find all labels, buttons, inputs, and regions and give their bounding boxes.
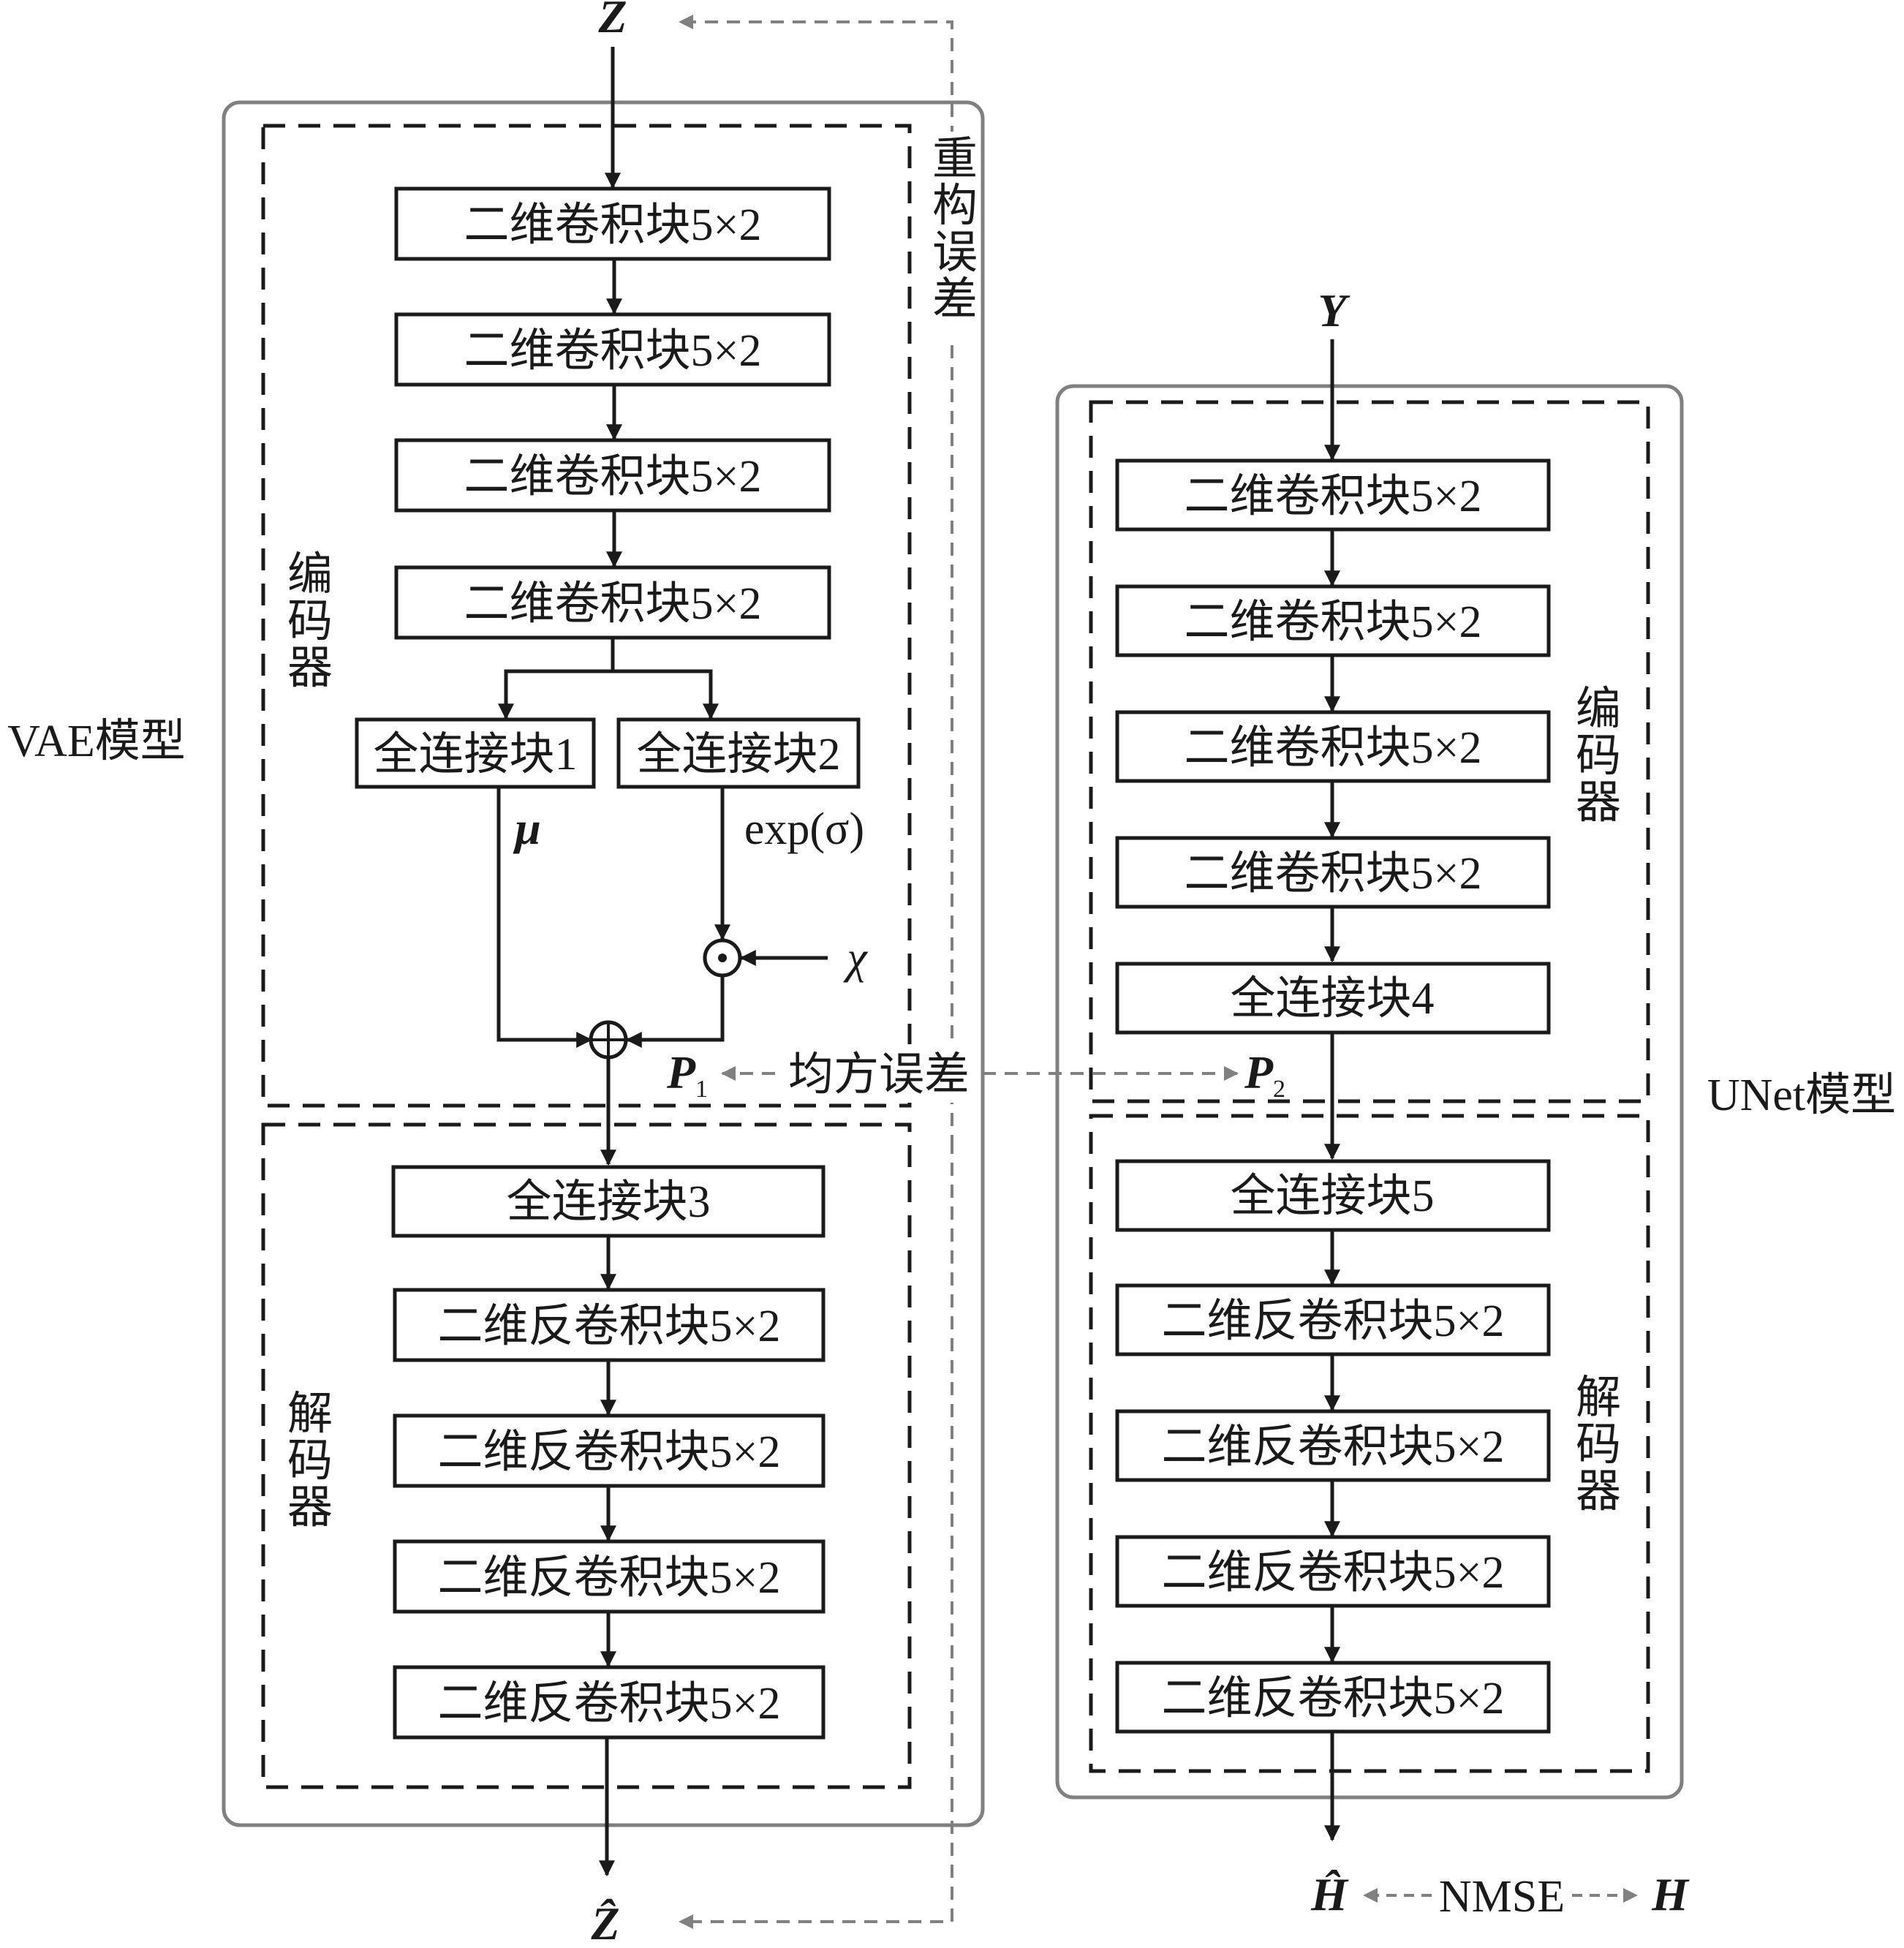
unet-output-hhat: Ĥ — [1310, 1868, 1349, 1920]
sum-operator-cross — [591, 1022, 626, 1057]
vae-decoder-block-label-1: 二维反卷积块5×2 — [438, 1302, 781, 1351]
vae-encoder-block-3 — [394, 438, 831, 513]
unet-decoder-block-label-2: 二维反卷积块5×2 — [1162, 1422, 1505, 1472]
recon-error-label: 重构误差 — [932, 135, 978, 325]
vae-latent-p1-sub: 1 — [695, 1076, 708, 1103]
vae-decoder-block-label-3: 二维反卷积块5×2 — [438, 1553, 781, 1603]
vae-fc3-label: 全连接块3 — [506, 1177, 710, 1227]
unet-latent-p2: P2 — [1244, 1046, 1285, 1103]
unet-fc5-label: 全连接块5 — [1230, 1171, 1434, 1221]
unet-encoder-block-label-3: 二维卷积块5×2 — [1185, 723, 1482, 773]
unet-decoder-block-label-1: 二维反卷积块5×2 — [1162, 1296, 1505, 1346]
vae-fc2-label: 全连接块2 — [636, 730, 840, 779]
vae-decoder-label: 解码器 — [287, 1389, 333, 1533]
unet-fc4-label: 全连接块4 — [1230, 974, 1434, 1024]
vae-fc1-label: 全连接块1 — [373, 730, 577, 779]
vae-decoder-dashed-box — [261, 1122, 912, 1789]
vae-encoder-block-label-4: 二维卷积块5×2 — [464, 579, 762, 629]
nmse-label: NMSE — [1439, 1872, 1565, 1922]
unet-fc4-block — [1115, 962, 1551, 1035]
vae-fc2-block — [616, 717, 861, 789]
unet-decoder-block-2 — [1115, 1409, 1551, 1482]
unet-decoder-block-4 — [1115, 1661, 1551, 1734]
unet-fc5-block — [1115, 1159, 1551, 1232]
vae-encoder-dashed-box — [261, 124, 912, 1108]
unet-encoder-block-4 — [1115, 836, 1551, 909]
vae-fc1-block — [355, 717, 596, 789]
vae-encoder-blocks: 二维卷积块5×2 二维卷积块5×2 二维卷积块5×2 二维卷积块5×2 — [394, 186, 831, 640]
unet-decoder-block-label-4: 二维反卷积块5×2 — [1162, 1674, 1505, 1724]
vae-decoder-block-2 — [393, 1413, 826, 1488]
unet-latent-p2-sub: 2 — [1273, 1076, 1285, 1103]
unet-model-frame — [1055, 384, 1684, 1800]
vae-fc3-block — [391, 1165, 826, 1238]
unet-decoder-label: 解码器 — [1576, 1373, 1621, 1517]
vae-input-z: Z — [597, 0, 627, 42]
vae-chi-label: χ — [843, 933, 868, 983]
vae-decoder-blocks: 二维反卷积块5×2 二维反卷积块5×2 二维反卷积块5×2 二维反卷积块5×2 — [393, 1236, 826, 1740]
recon-error-line-bottom — [679, 1141, 953, 1929]
vae-exp-sigma-label: exp(σ) — [744, 804, 864, 854]
vae-encoder-block-label-2: 二维卷积块5×2 — [464, 326, 762, 376]
vae-decoder-block-1 — [393, 1288, 826, 1362]
vae-decoder-block-label-4: 二维反卷积块5×2 — [438, 1679, 781, 1729]
unet-decoder-dashed-box — [1089, 1114, 1650, 1773]
vae-output-zhat: Ẑ — [590, 1898, 619, 1948]
vae-odot-to-sum — [625, 975, 725, 1048]
vae-encoder-block-label-3: 二维卷积块5×2 — [464, 452, 762, 502]
vae-exp-sigma-text: exp(σ) — [744, 804, 864, 854]
vae-encoder-block-label-1: 二维卷积块5×2 — [464, 200, 762, 250]
unet-latent-p2-main: P — [1244, 1046, 1274, 1098]
unet-decoder-block-1 — [1115, 1283, 1551, 1356]
mse-label-bg — [782, 1044, 980, 1103]
unet-target-h: H — [1651, 1868, 1690, 1920]
unet-decoder-block-label-3: 二维反卷积块5×2 — [1162, 1548, 1505, 1598]
unet-encoder-label: 编码器 — [1576, 684, 1621, 828]
vae-mu-label: μ — [513, 802, 541, 854]
unet-input-y: Y — [1318, 284, 1350, 336]
recon-error-label-bg — [927, 132, 978, 336]
recon-error-line-top — [679, 15, 953, 1148]
unet-decoder-blocks: 二维反卷积块5×2 二维反卷积块5×2 二维反卷积块5×2 二维反卷积块5×2 — [1115, 1230, 1551, 1734]
vae-decoder-block-4 — [393, 1665, 826, 1740]
unet-encoder-block-label-4: 二维卷积块5×2 — [1185, 849, 1482, 899]
unet-encoder-block-2 — [1115, 584, 1551, 657]
vae-mu-path — [496, 787, 593, 1048]
hadamard-dot — [718, 954, 727, 962]
unet-encoder-blocks: 二维卷积块5×2 二维卷积块5×2 二维卷积块5×2 二维卷积块5×2 — [1115, 458, 1551, 963]
vae-model-label: VAE模型 — [7, 717, 185, 766]
vae-decoder-block-label-2: 二维反卷积块5×2 — [438, 1427, 781, 1477]
vae-model-frame — [222, 100, 985, 1827]
vae-latent-p1: P1 — [666, 1046, 708, 1103]
unet-encoder-block-3 — [1115, 710, 1551, 783]
unet-model-label: UNet模型 — [1707, 1071, 1896, 1120]
vae-encoder-block-4 — [394, 565, 831, 640]
vae-split-line — [504, 638, 713, 717]
mse-label: 均方误差 — [788, 1050, 970, 1100]
vae-encoder-label: 编码器 — [287, 550, 333, 693]
unet-encoder-block-label-2: 二维卷积块5×2 — [1185, 597, 1482, 647]
vae-latent-p1-main: P — [666, 1046, 696, 1098]
unet-encoder-dashed-box — [1089, 400, 1650, 1103]
vae-encoder-block-1 — [394, 186, 831, 261]
unet-encoder-block-label-1: 二维卷积块5×2 — [1185, 472, 1482, 521]
